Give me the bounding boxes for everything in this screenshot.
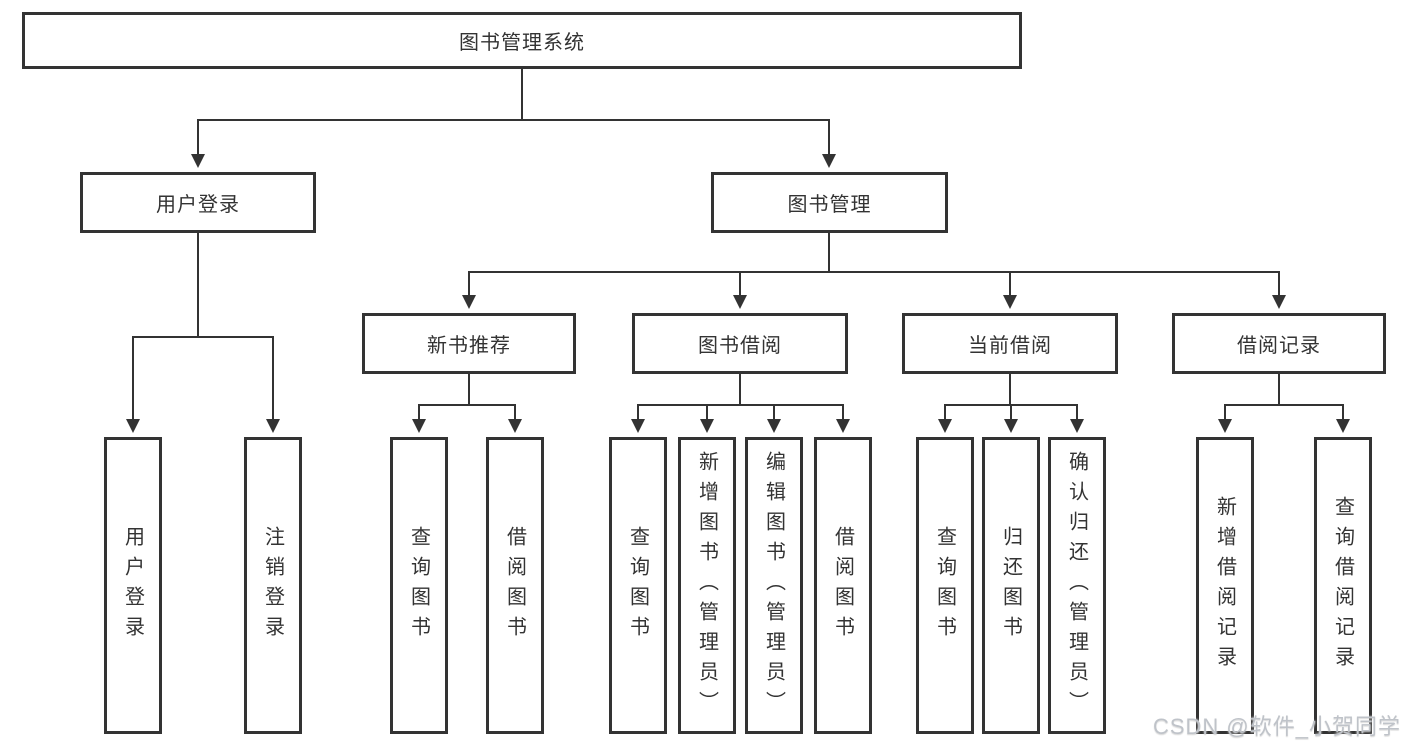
node-section-borrow-record: 借阅记录 xyxy=(1172,313,1386,374)
node-user-login: 用户登录 xyxy=(80,172,316,233)
node-leaf-query-book-2: 查询图书 xyxy=(609,437,667,734)
node-section-book-borrow: 图书借阅 xyxy=(632,313,848,374)
node-leaf-borrow-book-1: 借阅图书 xyxy=(486,437,544,734)
leaf-label: 新增借阅记录 xyxy=(1213,495,1236,676)
leaf-label: 查询借阅记录 xyxy=(1331,495,1354,676)
node-leaf-edit-book-admin: 编辑图书（管理员） xyxy=(745,437,803,734)
node-root: 图书管理系统 xyxy=(22,12,1022,69)
watermark-text: CSDN @软件_小贺同学 xyxy=(1152,714,1401,739)
leaf-label: 借阅图书 xyxy=(503,525,526,646)
node-leaf-logout: 注销登录 xyxy=(244,437,302,734)
leaf-label: 用户登录 xyxy=(121,525,144,646)
connector-current-borrow-group xyxy=(938,374,1084,434)
leaf-label: 编辑图书（管理员） xyxy=(762,450,785,721)
connector-user-login-group xyxy=(126,233,280,434)
connector-borrow-record-group xyxy=(1218,374,1350,434)
node-book-mgmt: 图书管理 xyxy=(711,172,948,233)
node-leaf-add-book-admin: 新增图书（管理员） xyxy=(678,437,736,734)
node-leaf-query-book-3: 查询图书 xyxy=(916,437,974,734)
node-leaf-add-borrow-record: 新增借阅记录 xyxy=(1196,437,1254,734)
leaf-label: 查询图书 xyxy=(626,525,649,646)
node-leaf-query-book-1: 查询图书 xyxy=(390,437,448,734)
leaf-label: 归还图书 xyxy=(999,525,1022,646)
node-leaf-return-book: 归还图书 xyxy=(982,437,1040,734)
node-section-new-book: 新书推荐 xyxy=(362,313,576,374)
node-leaf-confirm-return-admin: 确认归还（管理员） xyxy=(1048,437,1106,734)
connector-book-borrow-group xyxy=(631,374,850,434)
connector-root-to-level2 xyxy=(191,69,836,169)
leaf-label: 查询图书 xyxy=(407,525,430,646)
node-leaf-user-login: 用户登录 xyxy=(104,437,162,734)
connector-new-book-group xyxy=(412,374,522,434)
leaf-label: 新增图书（管理员） xyxy=(695,450,718,721)
node-leaf-query-borrow-record: 查询借阅记录 xyxy=(1314,437,1372,734)
node-section-current-borrow: 当前借阅 xyxy=(902,313,1118,374)
leaf-label: 查询图书 xyxy=(933,525,956,646)
leaf-label: 借阅图书 xyxy=(831,525,854,646)
connector-book-mgmt-group xyxy=(462,233,1286,310)
leaf-label: 注销登录 xyxy=(261,525,284,646)
node-leaf-borrow-book-2: 借阅图书 xyxy=(814,437,872,734)
leaf-label: 确认归还（管理员） xyxy=(1065,450,1088,721)
